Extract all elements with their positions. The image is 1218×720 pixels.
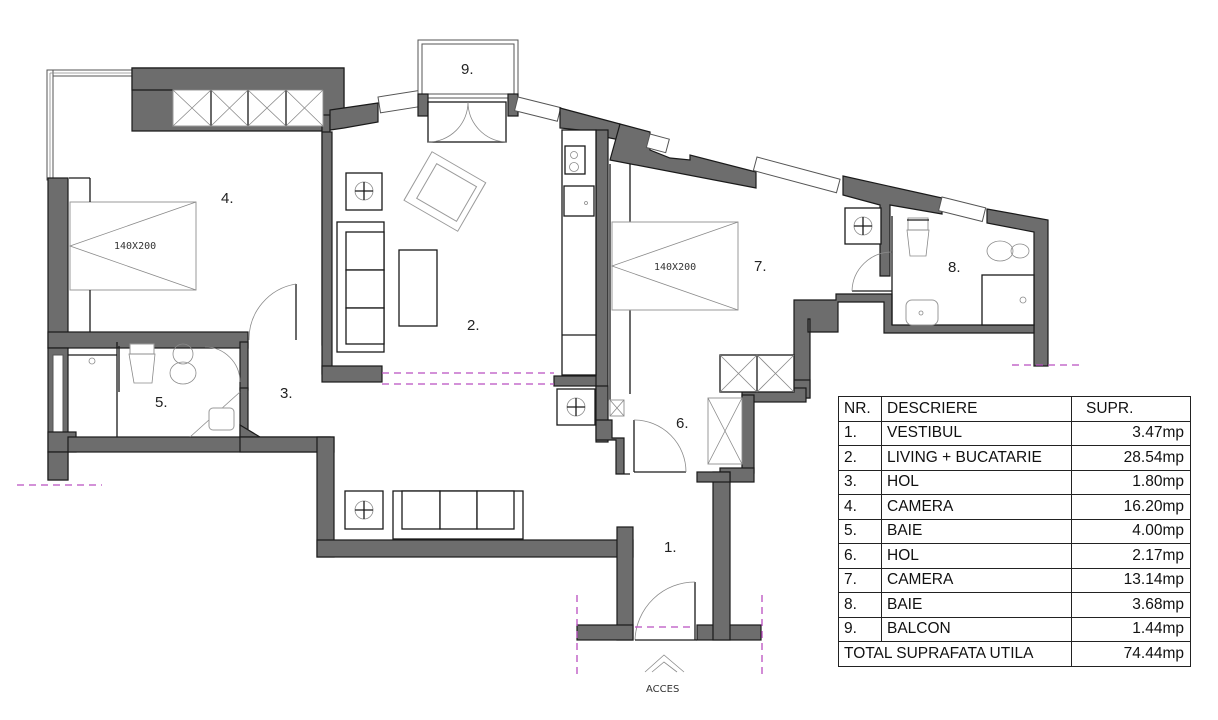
- door-room-4: [248, 283, 297, 341]
- cell-area: 16.20mp: [1071, 494, 1191, 520]
- cell-nr: 2.: [838, 445, 882, 471]
- cell-nr: 4.: [838, 494, 882, 520]
- cell-desc: HOL: [881, 469, 1072, 495]
- access-arrow-icon: [644, 654, 685, 673]
- cell-area: 3.68mp: [1071, 592, 1191, 618]
- room-label-3: 3.: [280, 385, 293, 402]
- kitchen-counter: [561, 129, 597, 376]
- entrance-door: [634, 581, 697, 641]
- header-nr: NR.: [838, 396, 882, 422]
- cell-desc: BAIE: [881, 592, 1072, 618]
- table-total-row: TOTAL SUPRAFATA UTILA 74.44mp: [838, 641, 1191, 667]
- cell-nr: 5.: [838, 518, 882, 544]
- cell-desc: HOL: [881, 543, 1072, 569]
- cell-nr: 8.: [838, 592, 882, 618]
- vent-shaft: [844, 207, 882, 245]
- cell-nr: 9.: [838, 616, 882, 642]
- hallway-walls: [239, 385, 762, 641]
- room-label-2: 2.: [467, 317, 480, 334]
- cell-desc: BAIE: [881, 518, 1072, 544]
- access-label: ACCES: [646, 684, 679, 695]
- cell-desc: CAMERA: [881, 494, 1072, 520]
- cell-desc: VESTIBUL: [881, 420, 1072, 446]
- total-area: 74.44mp: [1071, 641, 1191, 667]
- room-7-walls: [609, 123, 1049, 483]
- cell-area: 13.14mp: [1071, 567, 1191, 593]
- closets: [609, 354, 795, 465]
- room-label-4: 4.: [221, 190, 234, 207]
- room-label-9: 9.: [461, 61, 474, 78]
- cell-area: 2.17mp: [1071, 543, 1191, 569]
- header-description: DESCRIERE: [881, 396, 1072, 422]
- balcony-door: [427, 101, 507, 143]
- bed-room-4: 140X200: [68, 177, 197, 332]
- door-room-8: [851, 251, 893, 292]
- cell-nr: 6.: [838, 543, 882, 569]
- cell-nr: 1.: [838, 420, 882, 446]
- door-room-6: [633, 419, 687, 473]
- cell-area: 4.00mp: [1071, 518, 1191, 544]
- room-5-fixtures: [68, 342, 241, 438]
- room-label-7: 7.: [754, 258, 767, 275]
- wardrobe: [172, 89, 324, 127]
- cell-desc: BALCON: [881, 616, 1072, 642]
- bed-size-label: 140X200: [114, 241, 156, 252]
- cell-area: 1.80mp: [1071, 469, 1191, 495]
- room-2-walls: [321, 39, 621, 401]
- room-label-5: 5.: [155, 394, 168, 411]
- bed-size-label: 140X200: [654, 262, 696, 273]
- cell-area: 1.44mp: [1071, 616, 1191, 642]
- room-label-8: 8.: [948, 259, 961, 276]
- living-furniture: [336, 151, 487, 353]
- cell-desc: CAMERA: [881, 567, 1072, 593]
- hallway-furniture: [344, 388, 596, 540]
- table-header-row: NR. DESCRIERE SUPR.: [838, 396, 1191, 422]
- room-8-fixtures: [891, 216, 1035, 326]
- total-label: TOTAL SUPRAFATA UTILA: [838, 641, 1072, 667]
- cell-area: 3.47mp: [1071, 420, 1191, 446]
- cell-nr: 7.: [838, 567, 882, 593]
- room-label-6: 6.: [676, 415, 689, 432]
- bed-room-7: 140X200: [609, 164, 739, 400]
- room-5-walls: [47, 341, 331, 481]
- cell-area: 28.54mp: [1071, 445, 1191, 471]
- header-area: SUPR.: [1071, 396, 1191, 422]
- cell-desc: LIVING + BUCATARIE: [881, 445, 1072, 471]
- room-label-1: 1.: [664, 539, 677, 556]
- cell-nr: 3.: [838, 469, 882, 495]
